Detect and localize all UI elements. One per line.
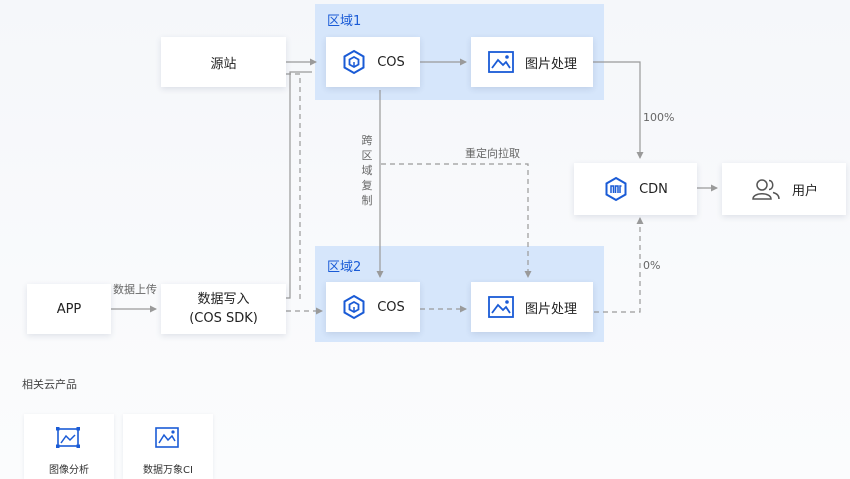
cdn-icon — [603, 176, 629, 202]
app-node: APP — [27, 284, 111, 334]
image-processing-node-region-2: 图片处理 — [471, 282, 593, 332]
data-ci-icon — [154, 426, 180, 454]
related-product-label: 数据万象CI — [143, 465, 193, 476]
user-label: 用户 — [791, 183, 818, 199]
related-product-data-ci[interactable]: 数据万象CI — [123, 414, 213, 479]
data-write-sdk-label: (COS SDK) — [189, 311, 258, 326]
cos-node-region-1: COS — [326, 37, 420, 87]
image-processing-label: 图片处理 — [524, 56, 577, 72]
edge-label-upload: 数据上传 — [113, 283, 157, 296]
image-analysis-icon — [55, 426, 81, 454]
region-1-label: 区域1 — [327, 14, 362, 29]
image-processing-icon — [487, 50, 515, 74]
image-processing-icon — [487, 295, 515, 319]
cos-node-region-2: COS — [326, 282, 420, 332]
user-node: 用户 — [722, 163, 846, 215]
cos-icon — [341, 294, 367, 320]
image-processing-node-region-1: 图片处理 — [471, 37, 593, 87]
edge-label-cross-region-replication: 跨 区 域 复 制 — [361, 134, 373, 207]
edge-label-redirect: 重定向拉取 — [465, 147, 520, 160]
origin-label: 源站 — [210, 56, 237, 72]
region-2-label: 区域2 — [327, 260, 362, 275]
related-products-title: 相关云产品 — [22, 378, 77, 391]
edge-label-100-percent: 100% — [643, 111, 675, 124]
cdn-node: CDN — [574, 163, 697, 215]
cos-label: COS — [377, 299, 405, 315]
cos-icon — [341, 49, 367, 75]
origin-node: 源站 — [161, 37, 286, 87]
cdn-label: CDN — [639, 181, 668, 197]
edge-label-0-percent: 0% — [643, 259, 661, 272]
related-product-label: 图像分析 — [49, 465, 89, 476]
image-processing-label: 图片处理 — [524, 301, 577, 317]
data-write-node: 数据写入 (COS SDK) — [161, 284, 286, 334]
cos-label: COS — [377, 54, 405, 70]
users-icon — [750, 177, 782, 201]
app-label: APP — [56, 301, 82, 317]
related-product-image-analysis[interactable]: 图像分析 — [24, 414, 114, 479]
data-write-label: 数据写入 — [197, 292, 250, 307]
